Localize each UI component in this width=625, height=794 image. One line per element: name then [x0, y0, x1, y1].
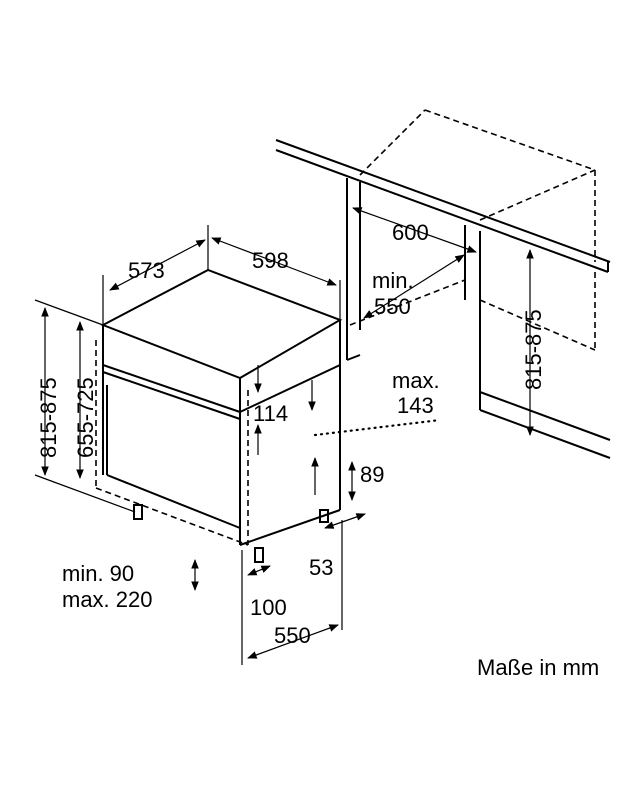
label-114: 114: [253, 401, 288, 426]
units-note: Maße in mm: [477, 655, 599, 680]
label-niche-depth-min: min.: [372, 268, 414, 293]
label-niche-depth-value: 550: [374, 294, 411, 319]
label-panel-max: max.: [392, 368, 440, 393]
label-plinth-max: max. 220: [62, 587, 153, 612]
dishwasher-body: [95, 268, 343, 563]
label-body-height: 655-725: [73, 377, 98, 458]
countertop: [275, 139, 611, 273]
label-panel-max-value: 143: [397, 393, 434, 418]
label-plinth-min: min. 90: [62, 561, 134, 586]
label-niche-width: 600: [392, 220, 429, 245]
label-total-height: 815-875: [36, 377, 61, 458]
foot: [133, 504, 143, 520]
dimension-labels: 573 598 600 min. 550 815-875 max. 143 81…: [36, 220, 599, 680]
label-niche-height: 815-875: [521, 309, 546, 390]
label-89: 89: [360, 462, 384, 487]
label-53: 53: [309, 555, 333, 580]
label-depth-573: 573: [128, 258, 165, 283]
foot: [254, 547, 264, 563]
label-100: 100: [250, 595, 287, 620]
label-width-598: 598: [252, 248, 289, 273]
dimension-lines: [34, 207, 534, 665]
label-550: 550: [274, 623, 311, 648]
